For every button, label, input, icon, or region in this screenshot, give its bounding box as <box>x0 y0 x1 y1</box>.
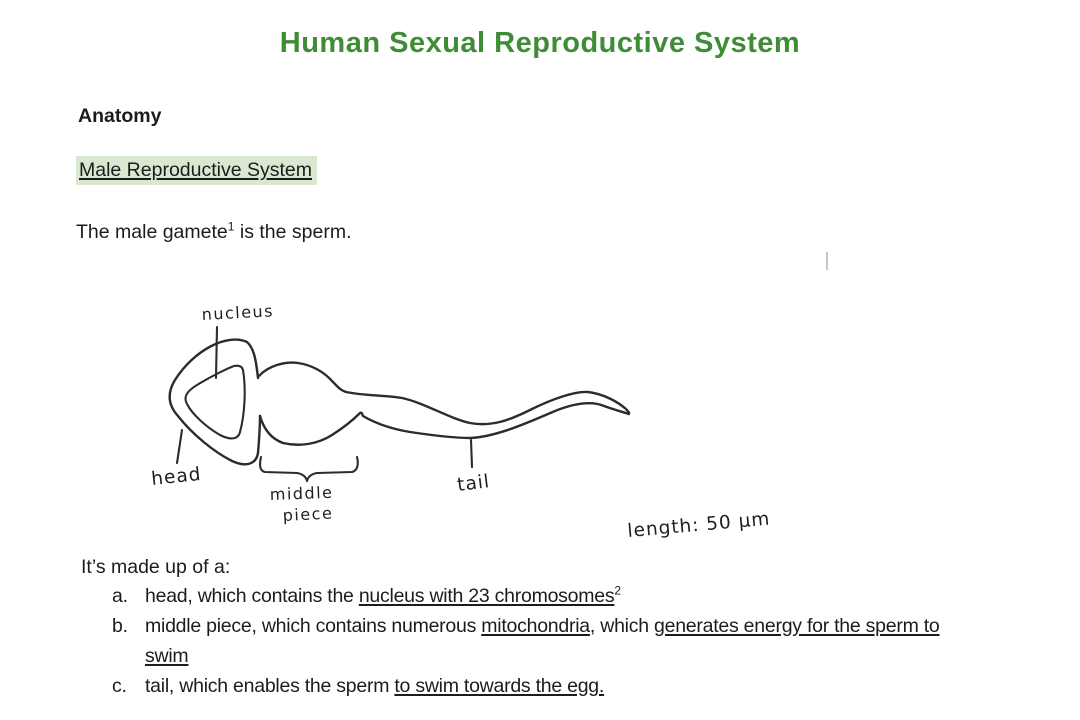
label-middle-piece-line2: piece <box>282 503 334 525</box>
item-a-text: head, which contains the <box>145 585 359 607</box>
list-marker-c: c. <box>112 675 127 697</box>
document-title: Human Sexual Reproductive System <box>279 27 801 59</box>
label-head: head <box>150 464 202 490</box>
footnote-ref-1: 1 <box>227 219 235 234</box>
label-middle-piece-line1: middle <box>269 483 333 504</box>
section-heading-anatomy: Anatomy <box>78 105 162 127</box>
list-item-head-text: head, which contains the nucleus with 23… <box>145 581 1062 611</box>
sperm-diagram: nucleus head middle piece tail length: 5… <box>80 248 840 548</box>
label-nucleus: nucleus <box>201 301 274 324</box>
list-marker-a: a. <box>112 585 128 607</box>
list-item-tail-text: tail, which enables the sperm to swim to… <box>145 671 1062 701</box>
subsection-heading-wrap: Male Reproductive System <box>76 156 318 185</box>
list-item-middle-piece-text: middle piece, which contains numerous mi… <box>145 611 1062 671</box>
list-item-head: a. head, which contains the nucleus with… <box>112 581 1062 611</box>
subsection-heading-male-reproductive-system: Male Reproductive System <box>76 156 318 185</box>
intro-sentence: The male gamete1 is the sperm. <box>76 219 352 244</box>
item-b-underlined-1: mitochondria <box>481 615 590 637</box>
label-length: length: 50 µm <box>627 509 772 542</box>
item-c-underlined: to swim towards the egg. <box>394 675 605 697</box>
list-intro: It’s made up of a: <box>81 556 231 578</box>
midpiece-bracket <box>259 455 359 483</box>
item-b-underlined-3: swim <box>145 645 189 667</box>
head-pointer-line <box>175 428 184 465</box>
anatomy-list: a. head, which contains the nucleus with… <box>112 581 1062 701</box>
list-marker-b: b. <box>112 615 128 637</box>
nucleus-pointer-line <box>214 325 219 380</box>
list-item-tail: c. tail, which enables the sperm to swim… <box>112 671 1062 701</box>
tail-pointer-line <box>469 438 474 469</box>
item-b-underlined-2: generates energy for the sperm to <box>654 615 940 637</box>
label-tail: tail <box>456 471 491 496</box>
item-c-text: tail, which enables the sperm <box>145 675 395 697</box>
sperm-midpiece-tail-top-outline <box>257 361 631 426</box>
item-b-text-1: middle piece, which contains numerous <box>145 615 482 637</box>
footnote-ref-2: 2 <box>614 583 621 598</box>
sperm-midpiece-tail-bottom-outline <box>258 402 631 446</box>
list-item-middle-piece: b. middle piece, which contains numerous… <box>112 611 1062 671</box>
intro-text-after: is the sperm. <box>234 221 352 243</box>
sperm-nucleus-outline <box>184 364 246 440</box>
intro-text-before: The male gamete <box>76 221 228 243</box>
item-b-text-2: , which <box>589 615 655 637</box>
sperm-head-outline <box>168 338 262 466</box>
item-a-underlined: nucleus with 23 chromosomes <box>358 585 615 607</box>
